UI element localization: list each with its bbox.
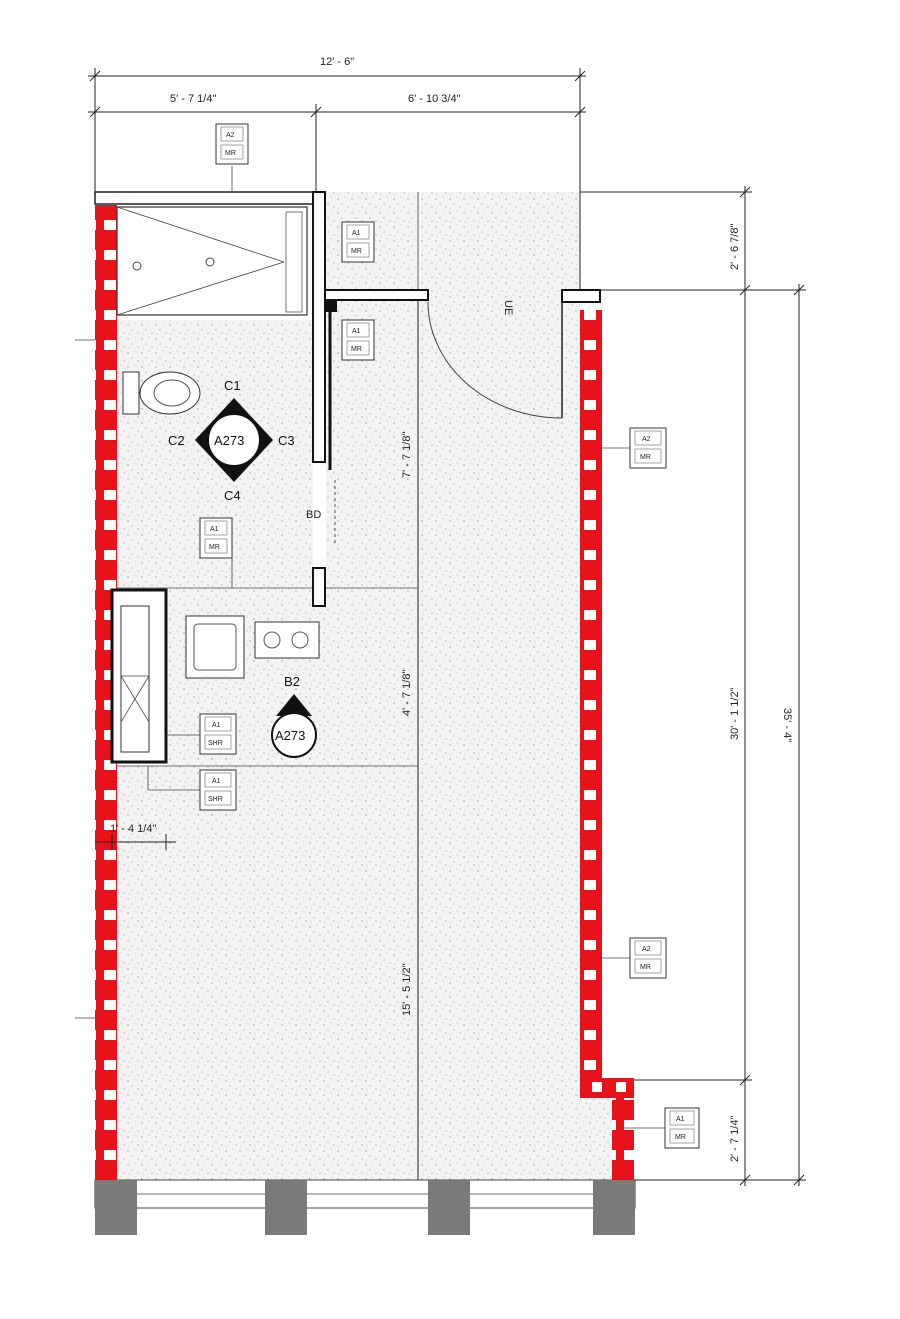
shaft-wall-top [324,289,429,301]
dim-overall-width: 12' - 6" [320,56,354,68]
closet-shelf [120,605,150,753]
tag-closet[interactable]: A1 SHR [199,713,237,755]
tag-top-bottom: MR [225,150,236,157]
tag-closet-low-top: A1 [212,778,221,785]
top-wall [94,191,316,205]
tag-east-c-top: A1 [676,1116,685,1123]
dim-room-bath: 7' - 7 1/8" [401,432,413,478]
tag-right-b-bottom: MR [351,346,362,353]
west-exterior-wall [95,205,117,1180]
tag-east-a[interactable]: A2 MR [629,427,667,469]
entry-door[interactable]: UE [427,300,563,419]
tag-top-top: A2 [226,132,235,139]
east-door-jamb [561,289,601,303]
tag-closet-low[interactable]: A1 SHR [199,769,237,811]
tag-bath-top: A1 [210,526,219,533]
dim-left-width: 5' - 7 1/4" [170,93,216,105]
section-sheet: A273 [275,728,305,743]
dim-right-bottom: 2' - 7 1/4" [729,1116,741,1162]
dim-right-top: 2' - 6 7/8" [729,224,741,270]
tag-east-c-bottom: MR [675,1134,686,1141]
column-4 [593,1180,635,1235]
bath-partition [312,191,326,463]
east-jog-wall [612,1080,634,1180]
dim-right-width: 6' - 10 3/4" [408,93,461,105]
dim-right-mid: 30' - 1 1/2" [729,687,741,740]
shower [116,206,308,316]
elevation-c3: C3 [278,433,295,448]
tag-east-a-top: A2 [642,436,651,443]
top-dimensions: 12' - 6" 5' - 7 1/4" 6' - 10 3/4" [88,56,586,290]
tag-east-a-bottom: MR [640,454,651,461]
toilet [122,371,201,415]
tag-east-c[interactable]: A1 MR [664,1107,700,1149]
bath-partition-stub [312,567,326,607]
interior-elevation-marker[interactable]: A273 C1 C2 C3 C4 [168,378,295,503]
east-exterior-wall [580,310,602,1080]
tag-east-b-bottom: MR [640,964,651,971]
bath-door-label: BD [306,509,321,521]
tag-right-b[interactable]: A1 MR [341,319,375,361]
right-dimensions: 2' - 6 7/8" 30' - 1 1/2" 2' - 7 1/4" 35'… [580,186,806,1186]
section-marker[interactable]: B2 A273 [271,674,317,758]
kitchen-sink [185,615,245,679]
dim-right-overall: 35' - 4" [781,708,793,742]
tag-right-a-bottom: MR [351,248,362,255]
dim-closet-width: 1' - 4 1/4" [110,823,156,835]
interior-dimensions: 7' - 7 1/8" 4' - 7 1/8" 15' - 5 1/2" 1' … [95,300,419,1180]
dim-room-main: 15' - 5 1/2" [401,963,413,1016]
column-1 [95,1180,137,1235]
tag-closet-low-bottom: SHR [208,796,223,803]
tag-bath-bottom: MR [209,544,220,551]
column-3 [428,1180,470,1235]
dim-room-kitchen: 4' - 7 1/8" [401,670,413,716]
tag-closet-top: A1 [212,722,221,729]
column-2 [265,1180,307,1235]
tag-east-b[interactable]: A2 MR [629,937,667,979]
elevation-c1: C1 [224,378,241,393]
tag-right-b-top: A1 [352,328,361,335]
shaft-wall-mid [325,300,337,312]
cooktop [254,621,320,659]
tag-top[interactable]: A2 MR [215,123,249,165]
bottom-columns [94,1179,636,1235]
entry-door-label: UE [502,300,514,315]
tag-closet-bottom: SHR [208,740,223,747]
tag-right-a-top: A1 [352,230,361,237]
tag-right-a[interactable]: A1 MR [341,221,375,263]
tag-bath[interactable]: A1 MR [199,517,233,559]
floor-main-room [117,766,418,1180]
tag-leaders [147,166,665,1129]
elevation-sheet: A273 [214,433,244,448]
elevation-c2: C2 [168,433,185,448]
tag-east-b-top: A2 [642,946,651,953]
elevation-c4: C4 [224,488,241,503]
section-label: B2 [284,674,300,689]
